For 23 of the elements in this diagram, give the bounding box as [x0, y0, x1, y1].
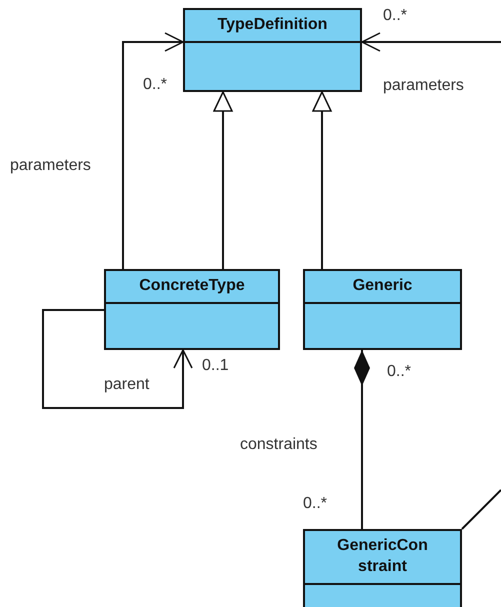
multiplicity-label: 0..*	[383, 7, 408, 25]
class-box	[303, 529, 462, 607]
class-name: TypeDefinition	[185, 10, 360, 43]
edge-label: parameters	[383, 77, 464, 95]
connector	[354, 350, 370, 529]
multiplicity-label: 0..*	[303, 495, 328, 513]
class-box	[303, 269, 462, 350]
multiplicity-label: 0..*	[387, 363, 412, 381]
class-name: ConcreteType	[106, 271, 278, 304]
class-box	[183, 8, 362, 92]
class-name: GenericConstraint	[305, 531, 460, 585]
connector	[312, 91, 332, 269]
connector	[42, 309, 193, 409]
connector	[213, 91, 233, 269]
connector	[122, 32, 184, 269]
connector	[361, 32, 501, 52]
edge-label: parent	[104, 376, 150, 394]
multiplicity-label: 0..*	[143, 76, 168, 94]
multiplicity-label: 0..1	[202, 357, 229, 375]
class-box	[104, 269, 280, 350]
edge-label: parameters	[10, 157, 91, 175]
connector	[461, 489, 501, 530]
class-name: Generic	[305, 271, 460, 304]
